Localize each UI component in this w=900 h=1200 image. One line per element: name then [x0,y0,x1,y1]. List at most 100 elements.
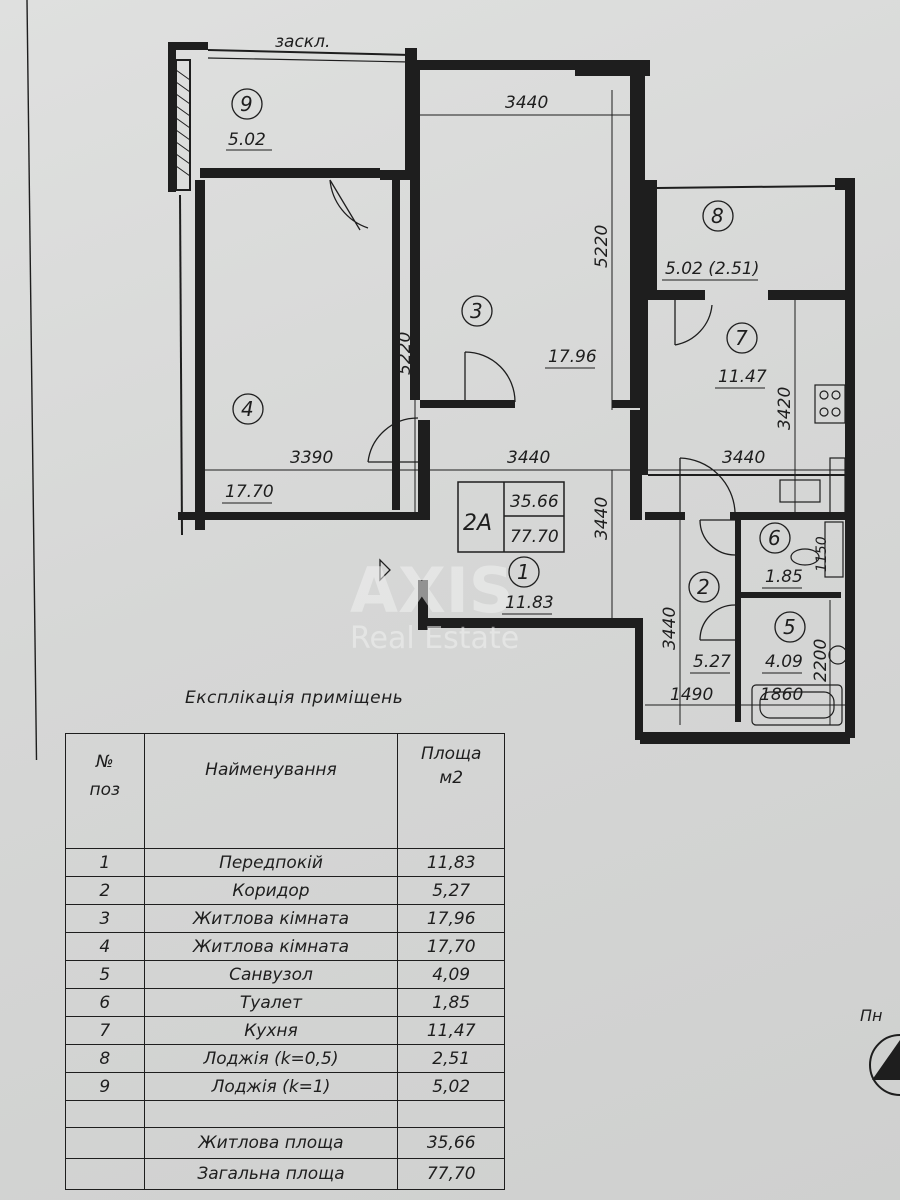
room-number-1: 1 [517,560,530,584]
row-num: 6 [65,988,145,1017]
apartment-code: 2A [463,511,492,536]
compass-label: Пн [860,1006,883,1025]
dimension-lines [200,90,855,725]
row-area: 2,51 [397,1044,505,1073]
doors [329,179,736,641]
row-name: Коридор [143,876,399,905]
room-number-6: 6 [768,526,781,550]
toilet-icon [790,548,820,566]
stove-icon [814,384,846,424]
row-num: 5 [65,960,145,989]
total-area-label: Загальна площа [143,1158,399,1190]
living-area-value: 35,66 [397,1127,505,1159]
fixtures [751,384,848,726]
row-name: Передпокій [143,848,399,877]
header-area: Площа м2 [397,733,505,849]
apartment-living-area: 35.66 [510,492,559,512]
dim-corridor-width: 1490 [670,685,713,705]
room-markers [231,88,806,643]
room-number-5: 5 [783,615,796,639]
dim-room3-depth: 5220 [592,225,612,268]
header-num-line2: поз [89,780,121,800]
row-area: 11,47 [397,1016,505,1045]
washbasin-icon [828,645,848,665]
row-area: 5,27 [397,876,505,905]
dim-room7-width: 3440 [722,448,765,468]
room-number-8: 8 [711,204,724,228]
room-area-6: 1.85 [765,567,803,587]
dim-bath-depth: 2200 [811,639,831,682]
header-num: № поз [65,733,145,849]
row-name: Лоджія (k=1) [143,1072,399,1101]
header-num-line1: № [95,752,114,772]
room-number-4: 4 [241,397,254,421]
dim-room1-width: 3440 [507,448,550,468]
dim-room4-width: 3390 [290,448,333,468]
door-room3 [464,351,516,405]
header-area-line2: м2 [439,768,464,788]
row-num: 3 [65,904,145,933]
door-kitchen [674,300,713,346]
glazing-note: заскл. [275,32,330,52]
table-header-row: № поз Найменування Площа м2 [65,733,505,849]
table-spacer-row [65,1100,505,1128]
row-num: 1 [65,848,145,877]
apartment-total-area: 77.70 [510,527,559,547]
dim-bath-width: 1860 [760,685,803,705]
row-num: 8 [65,1044,145,1073]
room-area-8: 5.02 (2.51) [665,259,759,279]
room-area-3: 17.96 [548,347,597,367]
row-area: 17,96 [397,904,505,933]
apartment-summary-box [457,481,565,553]
header-name: Найменування [143,733,399,849]
watermark-sub: Real Estate [350,621,519,656]
room-number-2: 2 [697,575,710,599]
header-area-line1: Площа [420,744,482,764]
room-area-5: 4.09 [765,652,803,672]
dim-room7-depth: 3420 [775,387,795,430]
room-area-2: 5.27 [693,652,731,672]
row-num: 2 [65,876,145,905]
watermark-brand: AXIS [350,554,514,627]
compass-icon [869,1034,900,1096]
door-entrance [379,558,391,582]
door-wc [699,519,736,556]
row-area: 11,83 [397,848,505,877]
row-area: 5,02 [397,1072,505,1101]
row-name: Туалет [143,988,399,1017]
row-area: 17,70 [397,932,505,961]
bathtub-icon [751,684,843,726]
total-area-value: 77,70 [397,1158,505,1190]
row-name: Санвузол [143,960,399,989]
room-number-7: 7 [735,326,748,350]
dim-room4-depth: 5220 [395,332,415,375]
dim-corridor-depth: 3440 [660,607,680,650]
room-area-7: 11.47 [718,367,767,387]
row-name: Кухня [143,1016,399,1045]
living-area-label: Житлова площа [143,1127,399,1159]
kitchen-sink-icon [779,479,821,503]
room-area-4: 17.70 [225,482,274,502]
floor-plan: AXIS Real Estate заскл. 9 3 8 7 4 1 6 2 … [26,0,855,760]
row-name: Житлова кімната [143,904,399,933]
door-bath [699,604,736,641]
hatched-wall [175,59,191,191]
door-room4 [329,179,369,231]
row-name: Лоджія (k=0,5) [143,1044,399,1073]
dim-wc-depth: 1150 [814,536,830,572]
dim-room1-depth: 3440 [592,497,612,540]
room-number-9: 9 [240,92,253,116]
page-border-line [26,0,38,760]
door-room4-hall [367,417,419,463]
row-num: 7 [65,1016,145,1045]
row-num: 9 [65,1072,145,1101]
